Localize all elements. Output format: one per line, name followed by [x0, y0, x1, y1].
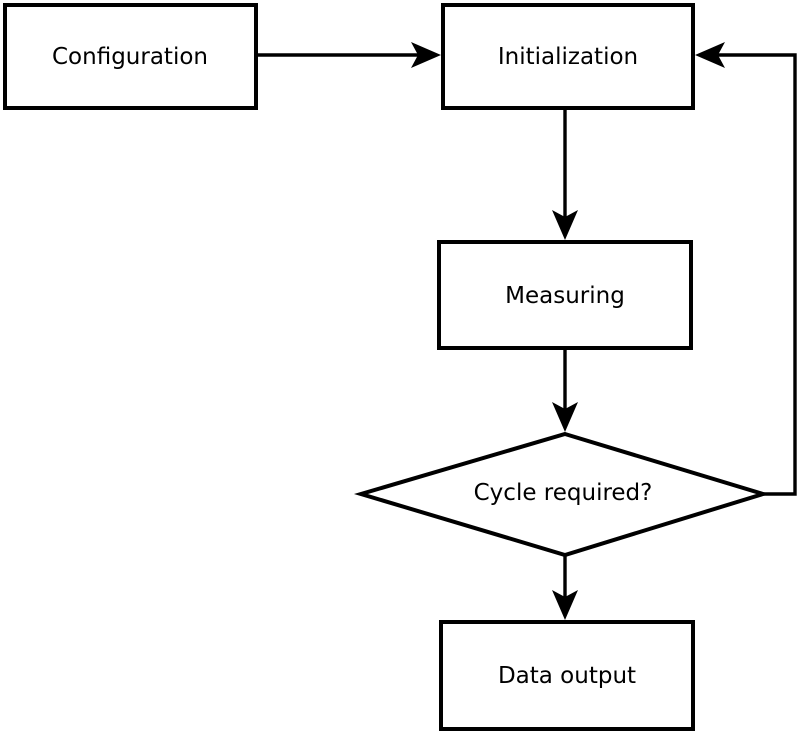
arrow-right-icon: [411, 42, 441, 68]
edge-cycle-required-to-data-output: [552, 556, 578, 620]
node-configuration: Configuration: [3, 3, 258, 110]
measuring-label: Measuring: [505, 283, 625, 309]
node-measuring: Measuring: [437, 240, 693, 350]
edge-configuration-to-initialization: [257, 42, 441, 68]
node-data-output: Data output: [439, 620, 695, 731]
arrow-down-icon: [552, 590, 578, 620]
configuration-box: [3, 3, 258, 110]
edge-cycle-required-to-initialization-loop: [695, 42, 797, 496]
arrow-left-icon: [695, 42, 725, 68]
data-output-box: [439, 620, 695, 731]
cycle-required-diamond: [353, 431, 770, 558]
arrow-down-icon: [552, 402, 578, 432]
cycle-required-label: Cycle required?: [474, 480, 653, 506]
edge-initialization-to-measuring: [552, 109, 578, 240]
node-initialization: Initialization: [441, 3, 695, 110]
arrow-down-icon: [552, 210, 578, 240]
initialization-box: [441, 3, 695, 110]
edge-loop-line: [717, 53, 797, 496]
initialization-label: Initialization: [498, 44, 638, 70]
measuring-box: [437, 240, 693, 350]
edge-measuring-to-cycle-required: [552, 349, 578, 432]
configuration-label: Configuration: [52, 44, 208, 70]
data-output-label: Data output: [498, 663, 636, 689]
node-cycle-required: Cycle required?: [353, 431, 770, 558]
